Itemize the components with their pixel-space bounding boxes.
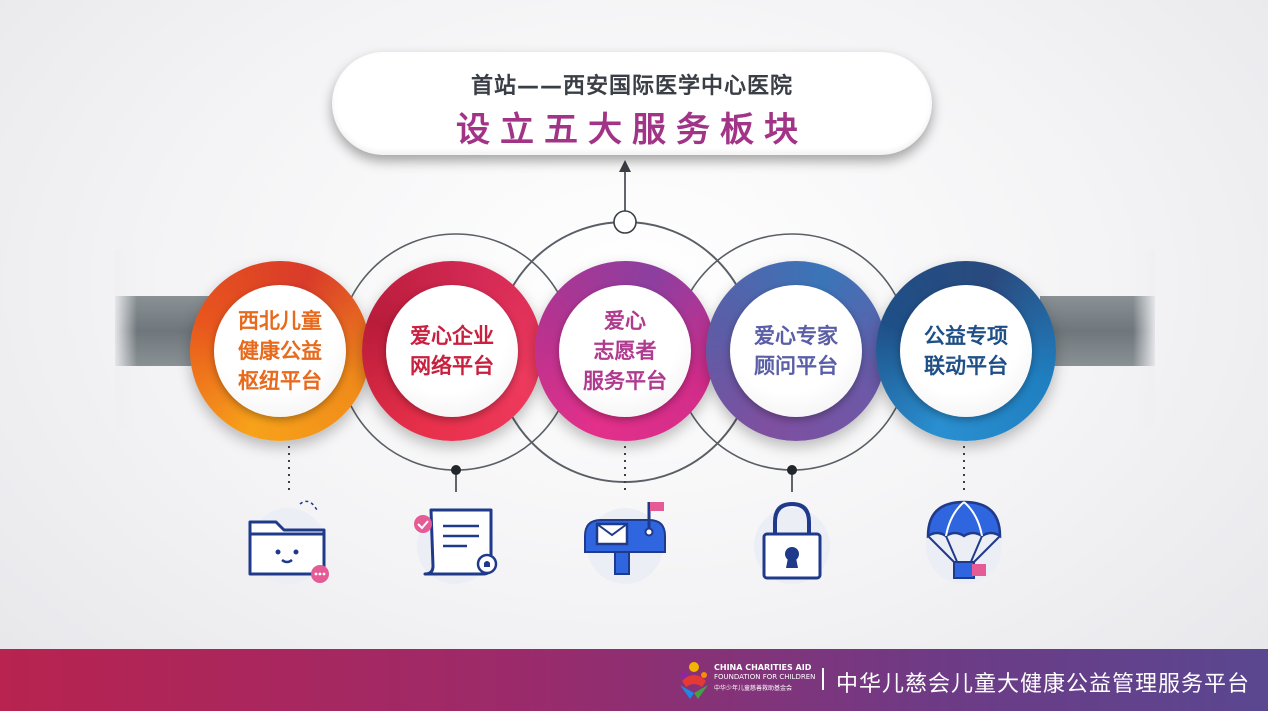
module-label-volunteer: 爱心 志愿者 服务平台 [583, 309, 667, 393]
band-fade-left [115, 250, 137, 430]
title-subtitle: 首站——西安国际医学中心医院 [470, 74, 793, 99]
platform-name: 中华儿慈会儿童大健康公益管理服务平台 [835, 672, 1250, 697]
footer-bar: CHINA CHARITIES AID FOUNDATION FOR CHILD… [0, 649, 1268, 711]
module-inner: 公益专项 联动平台 [900, 285, 1032, 417]
module-label-expert: 爱心专家 顾问平台 [754, 324, 838, 378]
band-fade-right [1133, 250, 1155, 430]
module-inner: 爱心 志愿者 服务平台 [559, 285, 691, 417]
module-circle-enterprise[interactable]: 爱心企业 网络平台 [362, 261, 542, 441]
document-scroll-icon [414, 508, 498, 584]
parachute-icon [926, 500, 1002, 584]
module-label-enterprise: 爱心企业 网络平台 [410, 324, 494, 378]
padlock-icon [754, 501, 830, 584]
module-circle-linkage[interactable]: 公益专项 联动平台 [876, 261, 1056, 441]
org-name-en-line2: FOUNDATION FOR CHILDREN [714, 673, 816, 681]
module-label-hub: 西北儿童 健康公益 枢纽平台 [238, 309, 322, 393]
org-name-cn-small: 中华少年儿童慈善救助基金会 [714, 685, 793, 692]
footer-divider [822, 668, 824, 690]
mailbox-icon [584, 502, 666, 584]
module-inner: 爱心专家 顾问平台 [730, 285, 862, 417]
module-circle-volunteer[interactable]: 爱心 志愿者 服务平台 [535, 261, 715, 441]
folder-icon [248, 500, 329, 584]
module-inner: 西北儿童 健康公益 枢纽平台 [214, 285, 346, 417]
title-main: 设立五大服务板块 [456, 110, 808, 150]
ccafc-logo-icon [680, 662, 708, 699]
module-inner: 爱心企业 网络平台 [386, 285, 518, 417]
module-label-linkage: 公益专项 联动平台 [924, 324, 1008, 378]
module-circle-hub[interactable]: 西北儿童 健康公益 枢纽平台 [190, 261, 370, 441]
module-circle-expert[interactable]: 爱心专家 顾问平台 [706, 261, 886, 441]
title-pill: 首站——西安国际医学中心医院 设立五大服务板块 [332, 52, 932, 155]
org-name-en-line1: CHINA CHARITIES AID [714, 663, 812, 672]
